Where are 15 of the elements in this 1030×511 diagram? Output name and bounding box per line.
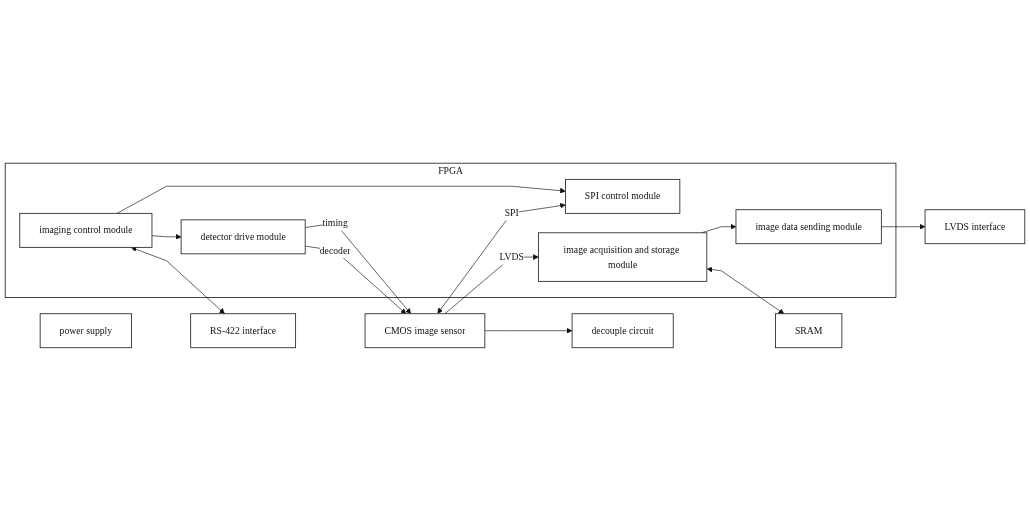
edge-label: decoder xyxy=(319,245,351,256)
node-box: CMOS image sensor xyxy=(364,313,486,349)
edge-label: LVDS xyxy=(499,251,524,263)
node-box: detector drive module xyxy=(180,219,306,255)
node-box: imaging control module xyxy=(19,213,153,248)
edge-label: timing xyxy=(322,217,348,229)
node-box: SPI control module xyxy=(565,179,681,214)
node-box: RS-422 interface xyxy=(190,313,297,349)
node-box: image acquisition and storage module xyxy=(538,232,708,282)
node-box: SRAM xyxy=(775,313,843,349)
node-box: decouple circuit xyxy=(571,313,674,349)
node-box: image data sending module xyxy=(735,209,882,245)
edge-label: SPI xyxy=(504,207,519,219)
node-box: LVDS interface xyxy=(924,209,1026,245)
node-box: power supply xyxy=(39,313,132,349)
